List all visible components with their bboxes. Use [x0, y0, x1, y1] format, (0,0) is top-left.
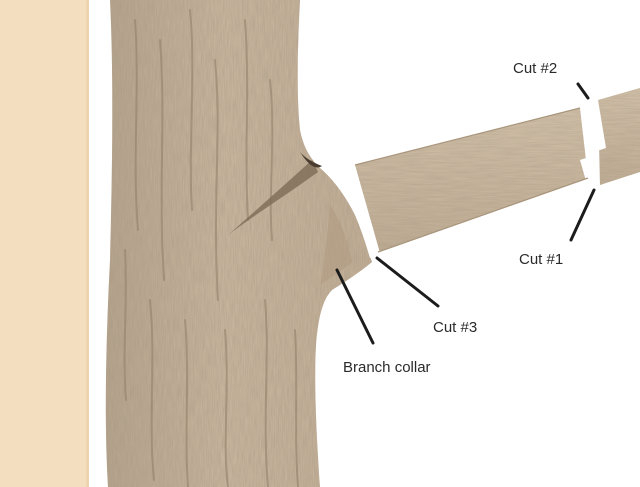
- cut3-leader: [377, 258, 438, 306]
- tree-trunk: [106, 0, 372, 487]
- cut2-leader: [578, 84, 588, 98]
- cut1-label: Cut #1: [519, 252, 563, 267]
- side-panel: [0, 0, 88, 487]
- branch-collar-label: Branch collar: [343, 360, 431, 375]
- branch-collar-leader: [337, 270, 373, 343]
- cut2-label: Cut #2: [513, 61, 557, 76]
- cut1-leader: [571, 190, 594, 240]
- branch: [343, 88, 640, 258]
- side-panel-edge: [86, 0, 89, 487]
- cut3-label: Cut #3: [433, 320, 477, 335]
